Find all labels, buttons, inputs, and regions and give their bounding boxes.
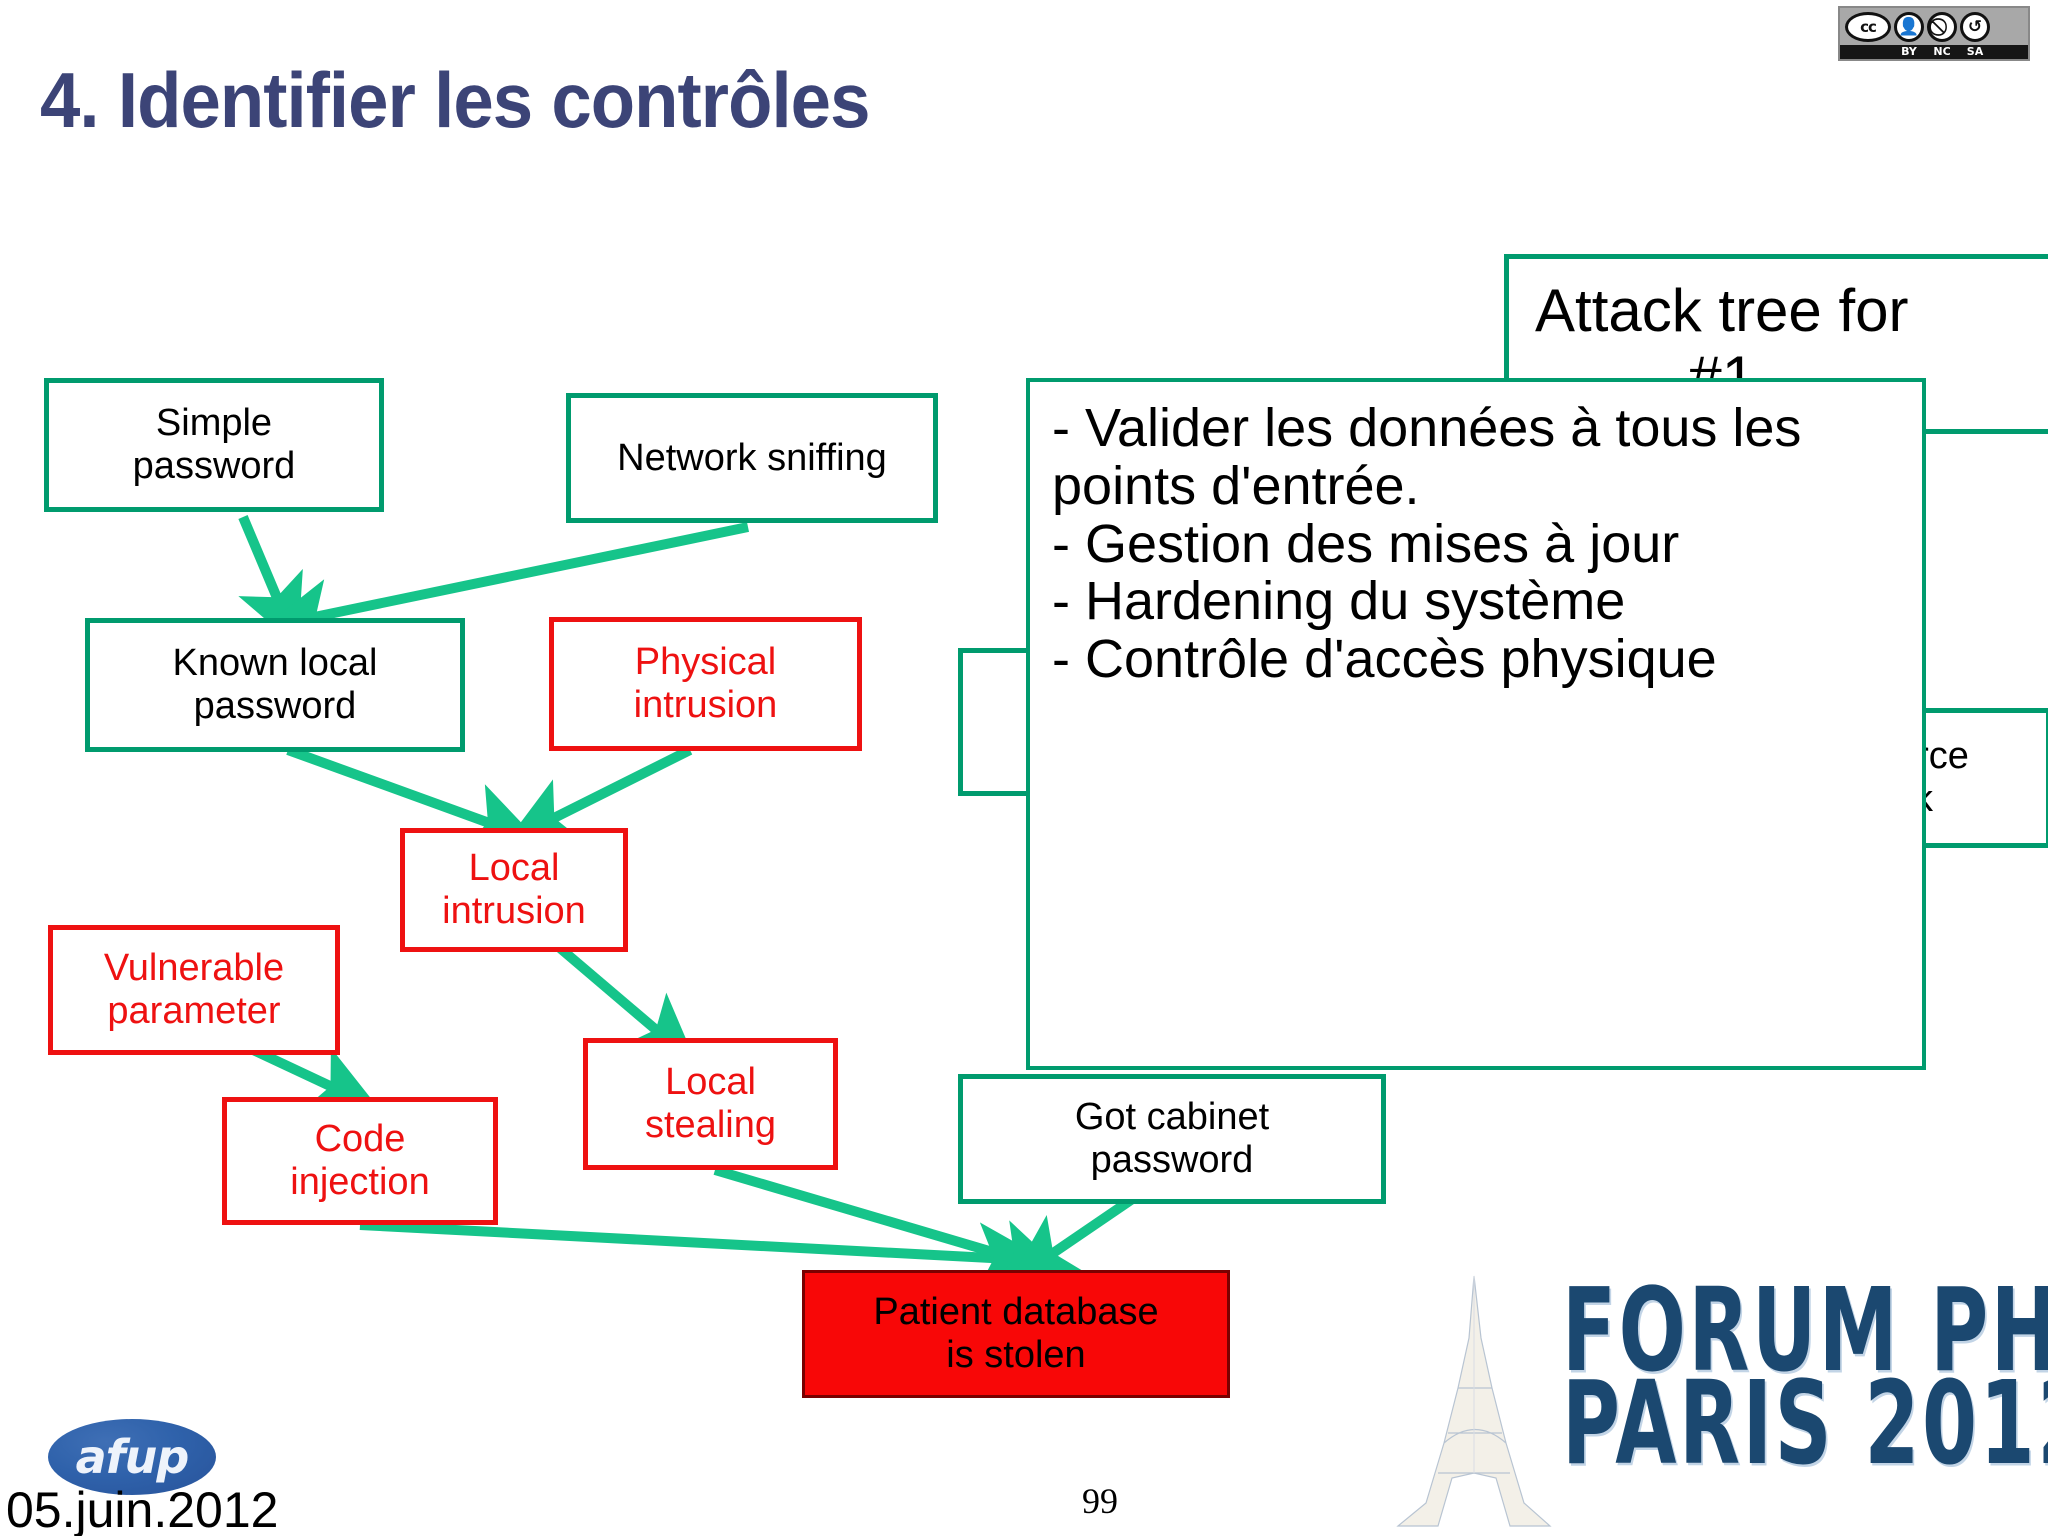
cc-by-nc-sa-badge: cc 👤 ⃠ ↺ BY NC SA: [1838, 6, 2030, 61]
cc-labels-row: BY NC SA: [1840, 45, 2028, 59]
node-got-cabinet-password[interactable]: Got cabinet password: [958, 1074, 1386, 1204]
node-local-intrusion[interactable]: Local intrusion: [400, 828, 628, 952]
controls-callout-note: - Valider les données à tous les points …: [1026, 378, 1926, 1070]
forum-logo-wordmark: FORUM PHP PARIS 2012: [1562, 1263, 2048, 1482]
share-alike-icon: ↺: [1960, 12, 1990, 43]
slide-date: 05.juin.2012: [6, 1482, 279, 1536]
cc-icons-row: cc 👤 ⃠ ↺: [1840, 8, 2028, 45]
arrow-sniffing-to-known: [262, 522, 750, 648]
cc-label-nc: NC: [1933, 45, 1951, 59]
arrow-codeinjection-to-goal: [359, 1220, 1048, 1293]
cc-label-sa: SA: [1966, 45, 1984, 59]
arrow-physical-to-localintrusion: [506, 745, 693, 842]
node-local-stealing[interactable]: Local stealing: [583, 1038, 838, 1170]
person-icon: 👤: [1894, 12, 1924, 43]
node-patient-database-is-stolen[interactable]: Patient database is stolen: [802, 1270, 1230, 1398]
page-number: 99: [1082, 1481, 1118, 1521]
node-code-injection[interactable]: Code injection: [222, 1097, 498, 1225]
eiffel-tower-icon: [1396, 1275, 1552, 1527]
forum-logo-line1: FORUM PHP: [1562, 1263, 2048, 1398]
arrow-known-to-localintrusion: [286, 745, 539, 850]
cc-label-by: BY: [1901, 45, 1917, 59]
afup-logo: afup: [48, 1419, 216, 1495]
creative-commons-icon: cc: [1845, 12, 1891, 43]
node-physical-intrusion[interactable]: Physical intrusion: [549, 617, 862, 751]
node-vulnerable-parameter[interactable]: Vulnerable parameter: [48, 925, 340, 1055]
node-network-sniffing[interactable]: Network sniffing: [566, 393, 938, 523]
no-money-icon: ⃠: [1927, 12, 1957, 43]
node-simple-password[interactable]: Simple password: [44, 378, 384, 512]
afup-logo-text: afup: [75, 1430, 190, 1484]
forum-php-paris-logo: FORUM PHP PARIS 2012: [1380, 1262, 2048, 1532]
forum-logo-line2: PARIS 2012: [1562, 1356, 2048, 1491]
node-known-local-password[interactable]: Known local password: [85, 618, 465, 752]
arrow-simple-to-known: [238, 515, 303, 648]
page-title: 4. Identifier les contrôles: [40, 56, 870, 144]
